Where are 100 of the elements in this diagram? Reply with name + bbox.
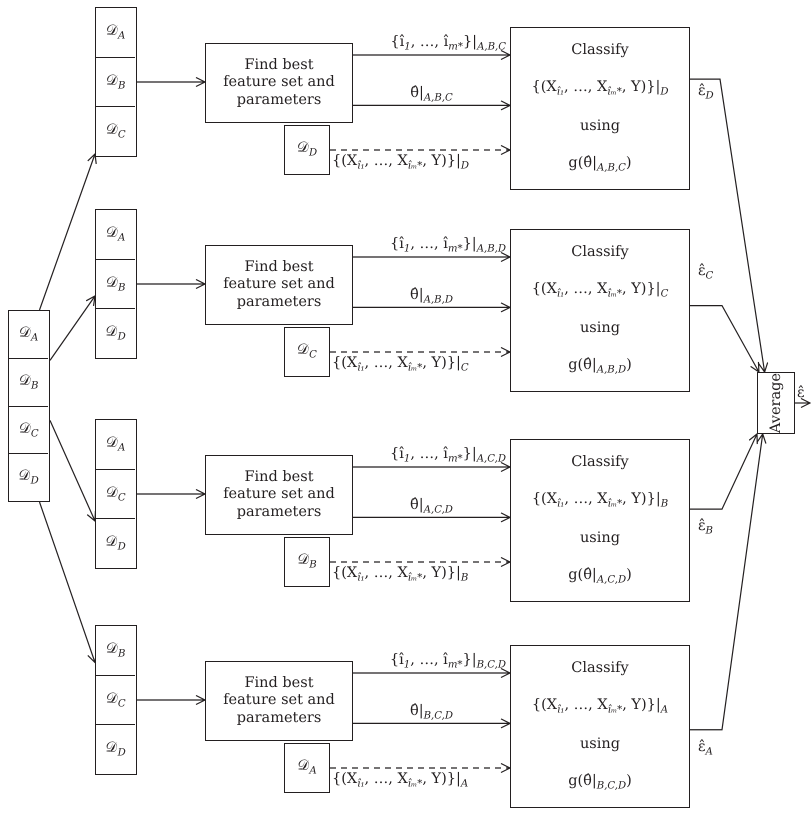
dataset-label: 𝒟$_{D}$ bbox=[18, 468, 39, 486]
edge-label: θ̂|$_{A,B,C}$ bbox=[410, 86, 453, 104]
dataset-label: 𝒟$_{C}$ bbox=[297, 342, 317, 362]
edge-label: θ̂|$_{A,B,D}$ bbox=[410, 288, 453, 306]
step-label: using bbox=[580, 118, 620, 136]
formula-label: {(X$_{î₁}$, …, X$_{îₘ*}$, Y)}|$_{B}$ bbox=[532, 490, 668, 511]
dataset-box bbox=[284, 537, 330, 587]
edge-label: ε̂$_{D}$ bbox=[698, 84, 714, 102]
edge-label: {î$_{1}$, …, î$_{m*}$}|$_{A,B,C}$ bbox=[390, 35, 506, 53]
dashed-arrow bbox=[330, 144, 511, 156]
box-label: Find best feature set and parameters bbox=[222, 258, 336, 312]
dataset-label: 𝒟$_{A}$ bbox=[106, 435, 126, 454]
dashed-arrow bbox=[330, 556, 511, 568]
edge-label: {(X$_{î₁}$, …, X$_{îₘ*}$, Y)}|$_{D}$ bbox=[332, 154, 469, 172]
classify-box bbox=[510, 229, 690, 392]
box-label: Find best feature set and parameters bbox=[222, 468, 336, 522]
dashed-arrow bbox=[330, 762, 511, 774]
box-label: Average bbox=[768, 372, 784, 434]
edge-label: θ̂|$_{B,C,D}$ bbox=[410, 704, 453, 722]
edge-label: {(X$_{î₁}$, …, X$_{îₘ*}$, Y)}|$_{A}$ bbox=[332, 772, 468, 790]
edge-label: ε̂ bbox=[797, 386, 805, 402]
formula-label: g(θ̂|$_{A,B,D}$) bbox=[568, 357, 632, 378]
dataset-label: 𝒟$_{B}$ bbox=[106, 72, 126, 92]
classify-box bbox=[510, 645, 690, 808]
arrow bbox=[137, 694, 206, 706]
box-label: Find best feature set and parameters bbox=[222, 56, 336, 110]
arrow bbox=[353, 252, 511, 262]
dataset-label: 𝒟$_{B}$ bbox=[18, 373, 38, 392]
classify-box bbox=[510, 27, 690, 190]
dataset-box bbox=[284, 743, 330, 793]
arrow bbox=[49, 420, 96, 522]
process-box bbox=[205, 43, 353, 123]
edge-label: {(X$_{î₁}$, …, X$_{îₘ*}$, Y)}|$_{B}$ bbox=[332, 566, 468, 584]
dataset-label: 𝒟$_{C}$ bbox=[106, 690, 126, 710]
classify-box bbox=[510, 439, 690, 602]
arrow bbox=[353, 718, 511, 728]
step-label: Classify bbox=[571, 42, 629, 60]
edge-label: {î$_{1}$, …, î$_{m*}$}|$_{A,B,D}$ bbox=[390, 237, 506, 255]
arrow bbox=[353, 302, 511, 312]
process-box bbox=[205, 245, 353, 325]
dataset-label: 𝒟$_{B}$ bbox=[297, 552, 317, 572]
dataset-label: 𝒟$_{C}$ bbox=[106, 484, 126, 504]
step-label: using bbox=[580, 736, 620, 754]
data-stack-box bbox=[95, 419, 137, 569]
dataset-label: 𝒟$_{C}$ bbox=[18, 420, 39, 440]
step-label: using bbox=[580, 530, 620, 548]
average-box bbox=[757, 372, 795, 434]
process-box bbox=[205, 455, 353, 535]
edge-label: {î$_{1}$, …, î$_{m*}$}|$_{A,C,D}$ bbox=[390, 447, 506, 465]
arrow bbox=[795, 398, 811, 408]
step-label: using bbox=[580, 320, 620, 338]
arrow bbox=[353, 668, 511, 678]
dataset-label: 𝒟$_{D}$ bbox=[106, 324, 126, 343]
formula-label: {(X$_{î₁}$, …, X$_{îₘ*}$, Y)}|$_{A}$ bbox=[532, 696, 668, 717]
dataset-label: 𝒟$_{B}$ bbox=[106, 641, 126, 660]
formula-label: {(X$_{î₁}$, …, X$_{îₘ*}$, Y)}|$_{C}$ bbox=[532, 280, 668, 301]
arrow bbox=[38, 502, 97, 664]
edge-label: {î$_{1}$, …, î$_{m*}$}|$_{B,C,D}$ bbox=[390, 653, 506, 671]
edge-label: {(X$_{î₁}$, …, X$_{îₘ*}$, Y)}|$_{C}$ bbox=[332, 356, 469, 374]
dataset-cell bbox=[96, 57, 136, 106]
dataset-label: 𝒟$_{A}$ bbox=[19, 325, 38, 344]
arrow bbox=[690, 305, 760, 373]
dataset-label: 𝒟$_{B}$ bbox=[106, 274, 126, 294]
dataset-label: 𝒟$_{D}$ bbox=[106, 740, 126, 759]
data-stack-box bbox=[95, 625, 137, 775]
dataset-box bbox=[284, 327, 330, 377]
arrow bbox=[50, 295, 96, 361]
formula-label: {(X$_{î₁}$, …, X$_{îₘ*}$, Y)}|$_{D}$ bbox=[532, 78, 668, 99]
arrow bbox=[690, 433, 767, 730]
box-label: Find best feature set and parameters bbox=[222, 674, 336, 728]
dataset-box bbox=[284, 125, 330, 175]
process-box bbox=[205, 661, 353, 741]
data-stack-box bbox=[95, 7, 137, 157]
arrow bbox=[690, 433, 758, 510]
dataset-label: 𝒟$_{C}$ bbox=[106, 122, 126, 141]
formula-label: g(θ̂|$_{A,B,C}$) bbox=[568, 155, 632, 176]
edge-label: ε̂$_{C}$ bbox=[698, 264, 714, 282]
edge-label: ε̂$_{B}$ bbox=[698, 519, 713, 537]
edge-label: ε̂$_{A}$ bbox=[698, 740, 713, 758]
arrow bbox=[353, 512, 511, 522]
dashed-arrow bbox=[330, 346, 511, 358]
dataset-label: 𝒟$_{D}$ bbox=[296, 140, 318, 160]
dataset-label: 𝒟$_{A}$ bbox=[106, 23, 126, 42]
formula-label: g(θ̂|$_{B,C,D}$) bbox=[568, 773, 632, 794]
dataset-label: 𝒟$_{D}$ bbox=[106, 534, 126, 553]
dataset-cell bbox=[96, 469, 136, 518]
formula-label: g(θ̂|$_{A,C,D}$) bbox=[568, 567, 632, 588]
arrow bbox=[353, 50, 511, 60]
arrow bbox=[137, 488, 206, 500]
data-stack-box bbox=[8, 310, 50, 502]
arrow bbox=[137, 278, 206, 290]
arrow bbox=[137, 76, 206, 88]
arrow bbox=[690, 78, 768, 373]
dataset-label: 𝒟$_{A}$ bbox=[106, 225, 126, 244]
step-label: Classify bbox=[571, 244, 629, 262]
data-stack-box bbox=[95, 209, 137, 359]
edge-label: θ̂|$_{A,C,D}$ bbox=[410, 498, 453, 516]
arrow bbox=[38, 153, 97, 310]
dataset-label: 𝒟$_{A}$ bbox=[297, 758, 317, 778]
arrow bbox=[353, 100, 511, 110]
